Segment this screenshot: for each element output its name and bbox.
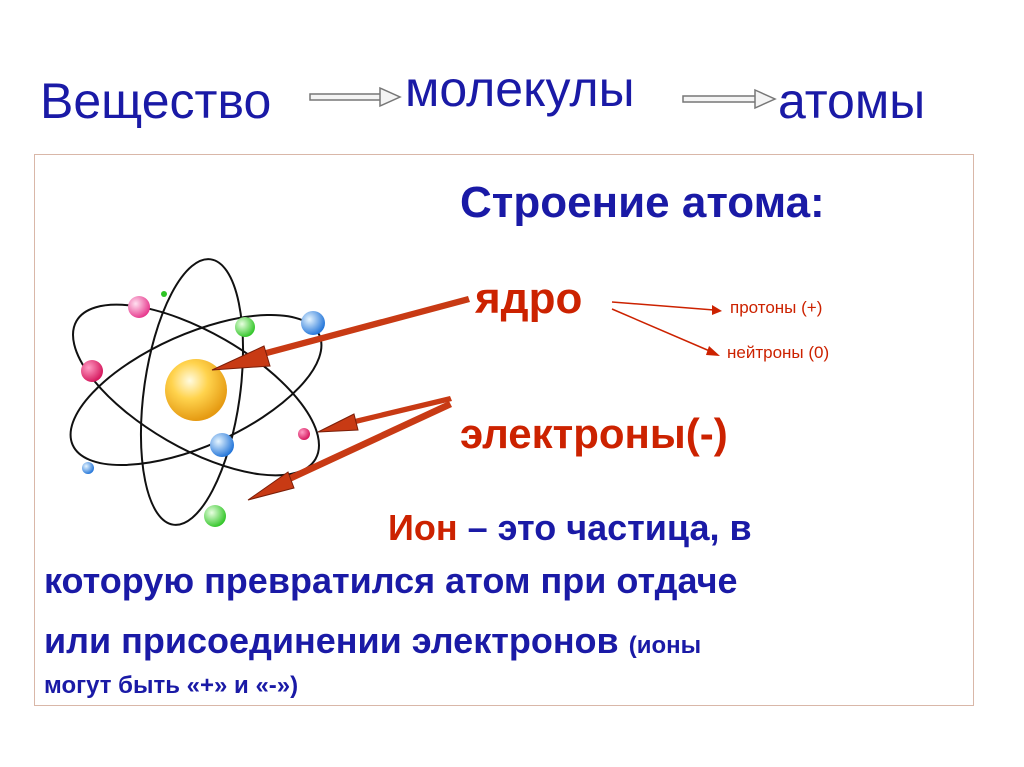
ion-note-part-1: (ионы <box>628 632 702 659</box>
neutrons-label: нейтроны (0) <box>727 343 830 362</box>
nucleus-label: ядро <box>475 274 583 323</box>
arrow-to-electron-2 <box>247 401 452 501</box>
arrow-to-nucleus <box>211 296 470 371</box>
ion-note-line-2: могут быть «+» и «-») <box>44 672 299 699</box>
electron <box>298 428 310 440</box>
arrow-molecules-to-atoms <box>682 88 777 110</box>
electron <box>235 317 255 337</box>
molecules-label: молекулы <box>405 61 635 117</box>
atom-structure-box <box>34 154 974 706</box>
ion-definition-line-3: или присоединении электронов (ионы <box>44 620 701 662</box>
ion-word: Ион <box>388 507 458 548</box>
arrow-to-protons <box>611 301 722 315</box>
electrons-label: электроны(-) <box>460 410 728 457</box>
substance-label: Вещество <box>40 73 272 129</box>
arrow-to-neutrons <box>611 308 720 356</box>
structure-title: Строение атома: <box>460 178 825 227</box>
electron <box>301 311 325 335</box>
ion-definition-line-1: Ион – это частица, в <box>388 507 752 549</box>
nucleus <box>165 359 227 421</box>
orbit-2 <box>72 303 320 477</box>
electron <box>81 360 103 382</box>
atoms-label: атомы <box>778 73 926 129</box>
arrow-substance-to-molecules <box>309 86 402 108</box>
electron <box>210 433 234 457</box>
atom-model <box>69 258 325 527</box>
ion-def-part-1: – это частица, в <box>467 507 752 548</box>
electron <box>204 505 226 527</box>
electron <box>82 462 94 474</box>
arrow-to-electron-1 <box>317 396 452 433</box>
ion-definition-line-2: которую превратился атом при отдаче <box>44 560 738 601</box>
electron <box>161 291 167 297</box>
electron <box>128 296 150 318</box>
orbit-3 <box>139 258 245 526</box>
protons-label: протоны (+) <box>730 298 823 317</box>
ion-def-part-3: или присоединении электронов <box>44 620 619 661</box>
